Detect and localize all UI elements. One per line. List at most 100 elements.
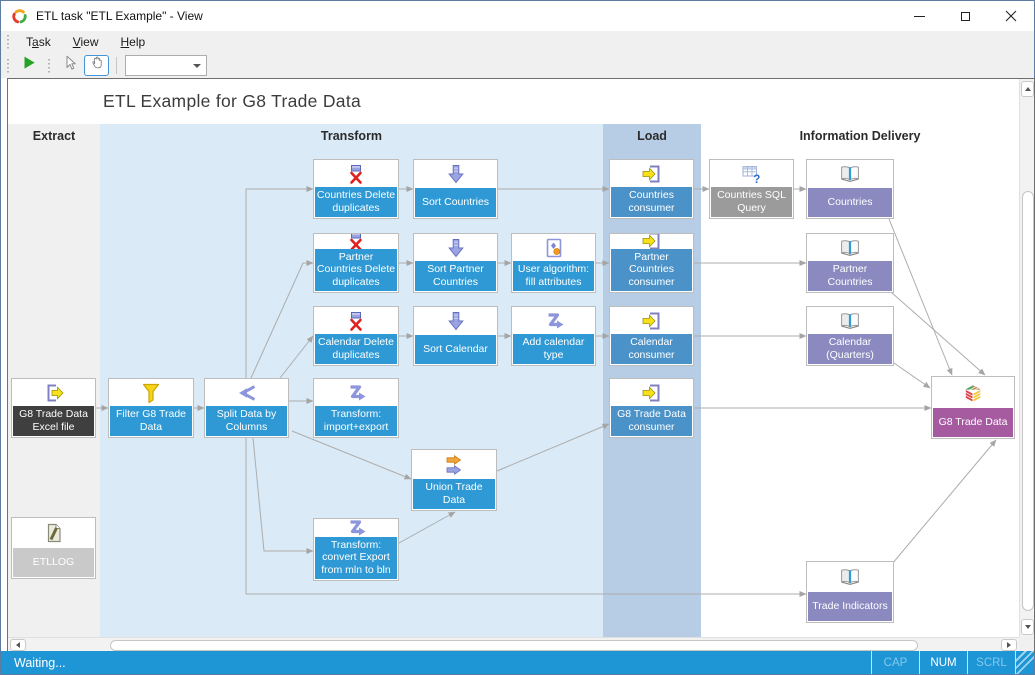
status-indicator-cap: CAP <box>883 656 908 669</box>
node-label: Add calendar type <box>513 334 594 364</box>
dedup-icon <box>314 234 398 249</box>
node-label: Sort Countries <box>415 188 496 217</box>
scroll-right-button[interactable] <box>1001 639 1017 651</box>
node-label: Sort Partner Countries <box>415 261 496 291</box>
etl-node-excel-source[interactable]: G8 Trade Data Excel file <box>11 378 96 438</box>
consumer-icon <box>610 307 693 334</box>
vertical-scrollbar[interactable] <box>1019 79 1034 637</box>
close-button[interactable] <box>988 1 1034 31</box>
etl-node-countries-consumer[interactable]: Countries consumer <box>609 159 694 219</box>
etl-node-calendar-book[interactable]: Calendar (Quarters) <box>806 306 894 366</box>
transform-icon <box>314 519 398 537</box>
node-label: Filter G8 Trade Data <box>110 406 192 436</box>
menu-item-task[interactable]: Task <box>26 35 51 49</box>
etl-node-countries-dedup[interactable]: Countries Delete duplicates <box>313 159 399 219</box>
menubar-grip <box>7 35 9 49</box>
scroll-left-button[interactable] <box>10 639 26 651</box>
menu-item-help[interactable]: Help <box>120 35 146 49</box>
sort-icon <box>414 160 497 188</box>
export-file-icon <box>12 379 95 406</box>
run-tool-button[interactable] <box>16 55 41 76</box>
etl-node-partner-book[interactable]: Partner Countries <box>806 233 894 293</box>
combobox-input[interactable] <box>129 57 189 75</box>
scroll-up-button[interactable] <box>1021 81 1034 97</box>
horizontal-scroll-thumb[interactable] <box>110 639 918 651</box>
etl-node-transform-convert[interactable]: Transform: convert Export from mln to bl… <box>313 518 399 581</box>
etl-node-calendar-dedup[interactable]: Calendar Delete duplicates <box>313 306 399 366</box>
status-separator <box>1015 651 1016 674</box>
etl-node-g8-consumer[interactable]: G8 Trade Data consumer <box>609 378 694 438</box>
status-separator <box>967 651 968 674</box>
zoom-combobox[interactable] <box>125 55 207 76</box>
toolbar-grip <box>7 58 9 73</box>
book-icon <box>807 562 893 592</box>
transform-icon <box>314 379 398 406</box>
horizontal-scrollbar[interactable] <box>8 637 1019 652</box>
diagram-title: ETL Example for G8 Trade Data <box>103 91 362 111</box>
dedup-icon <box>314 160 398 187</box>
title-bar: ETL task "ETL Example" - View <box>1 1 1034 31</box>
book-icon <box>807 160 893 188</box>
arrow-right-icon <box>1007 642 1011 648</box>
etl-node-add-calendar-type[interactable]: Add calendar type <box>511 306 596 366</box>
etl-node-user-algorithm[interactable]: User algorithm: fill attributes <box>511 233 596 293</box>
svg-text:?: ? <box>753 174 760 186</box>
toolbar-separator <box>116 57 117 74</box>
etl-node-countries-book[interactable]: Countries <box>806 159 894 219</box>
combobox-dropdown-arrow[interactable] <box>193 64 201 68</box>
node-label: ETLLOG <box>13 548 94 577</box>
pan-tool-button[interactable] <box>84 55 109 76</box>
etl-node-filter[interactable]: Filter G8 Trade Data <box>108 378 194 438</box>
funnel-icon <box>109 379 193 406</box>
node-label: Countries consumer <box>611 187 692 217</box>
etl-node-countries-sql-query[interactable]: ?Countries SQL Query <box>709 159 794 219</box>
lane-header-transform: Transform <box>320 129 383 143</box>
node-label: Calendar (Quarters) <box>808 334 892 364</box>
vertical-scroll-thumb[interactable] <box>1021 191 1034 611</box>
arrow-down-icon <box>1024 625 1031 629</box>
menu-item-view[interactable]: View <box>72 35 99 49</box>
node-label: G8 Trade Data Excel file <box>13 406 94 436</box>
node-label: Partner Countries Delete duplicates <box>315 248 397 291</box>
resize-grip[interactable] <box>1016 651 1034 674</box>
book-icon <box>807 307 893 334</box>
play-icon <box>20 54 38 77</box>
etl-node-sort-calendar[interactable]: Sort Calendar <box>413 306 498 366</box>
arrow-left-icon <box>16 642 20 648</box>
node-label: Split Data by Columns <box>206 406 287 436</box>
node-label: Transform: convert Export from mln to bl… <box>315 536 397 579</box>
window-title: ETL task "ETL Example" - View <box>36 9 203 23</box>
select-tool-button[interactable] <box>57 55 82 76</box>
status-indicator-scrl: SCRL <box>976 656 1007 669</box>
etl-node-sort-partner[interactable]: Sort Partner Countries <box>413 233 498 293</box>
consumer-icon <box>610 234 693 249</box>
lane-header-load: Load <box>637 129 667 143</box>
etl-node-partner-consumer[interactable]: Partner Countries consumer <box>609 233 694 293</box>
status-indicator-num: NUM <box>930 656 957 669</box>
minimize-icon <box>913 15 925 17</box>
sort-icon <box>414 234 497 261</box>
etl-node-etllog[interactable]: ETLLOG <box>11 517 96 579</box>
node-label: Union Trade Data <box>413 479 495 509</box>
etl-node-calendar-consumer[interactable]: Calendar consumer <box>609 306 694 366</box>
node-label: Calendar consumer <box>611 334 692 364</box>
node-label: User algorithm: fill attributes <box>513 261 594 291</box>
etl-node-trade-indicators[interactable]: Trade Indicators <box>806 561 894 623</box>
etl-node-split[interactable]: Split Data by Columns <box>204 378 289 438</box>
scroll-down-button[interactable] <box>1021 619 1034 635</box>
minimize-button[interactable] <box>896 1 942 31</box>
etl-node-union-trade-data[interactable]: Union Trade Data <box>411 449 497 511</box>
maximize-button[interactable] <box>942 1 988 31</box>
book-icon <box>807 234 893 261</box>
consumer-icon <box>610 160 693 187</box>
node-label: Calendar Delete duplicates <box>315 334 397 364</box>
etl-node-g8-cube[interactable]: G8 Trade Data <box>931 376 1015 439</box>
etl-node-sort-countries[interactable]: Sort Countries <box>413 159 498 219</box>
transform-icon <box>512 307 595 334</box>
etl-node-partner-dedup[interactable]: Partner Countries Delete duplicates <box>313 233 399 293</box>
etl-node-transform-import-export[interactable]: Transform: import+export <box>313 378 399 438</box>
status-text: Waiting... <box>14 655 66 670</box>
status-indicators: CAP NUM SCRL <box>871 651 1034 674</box>
